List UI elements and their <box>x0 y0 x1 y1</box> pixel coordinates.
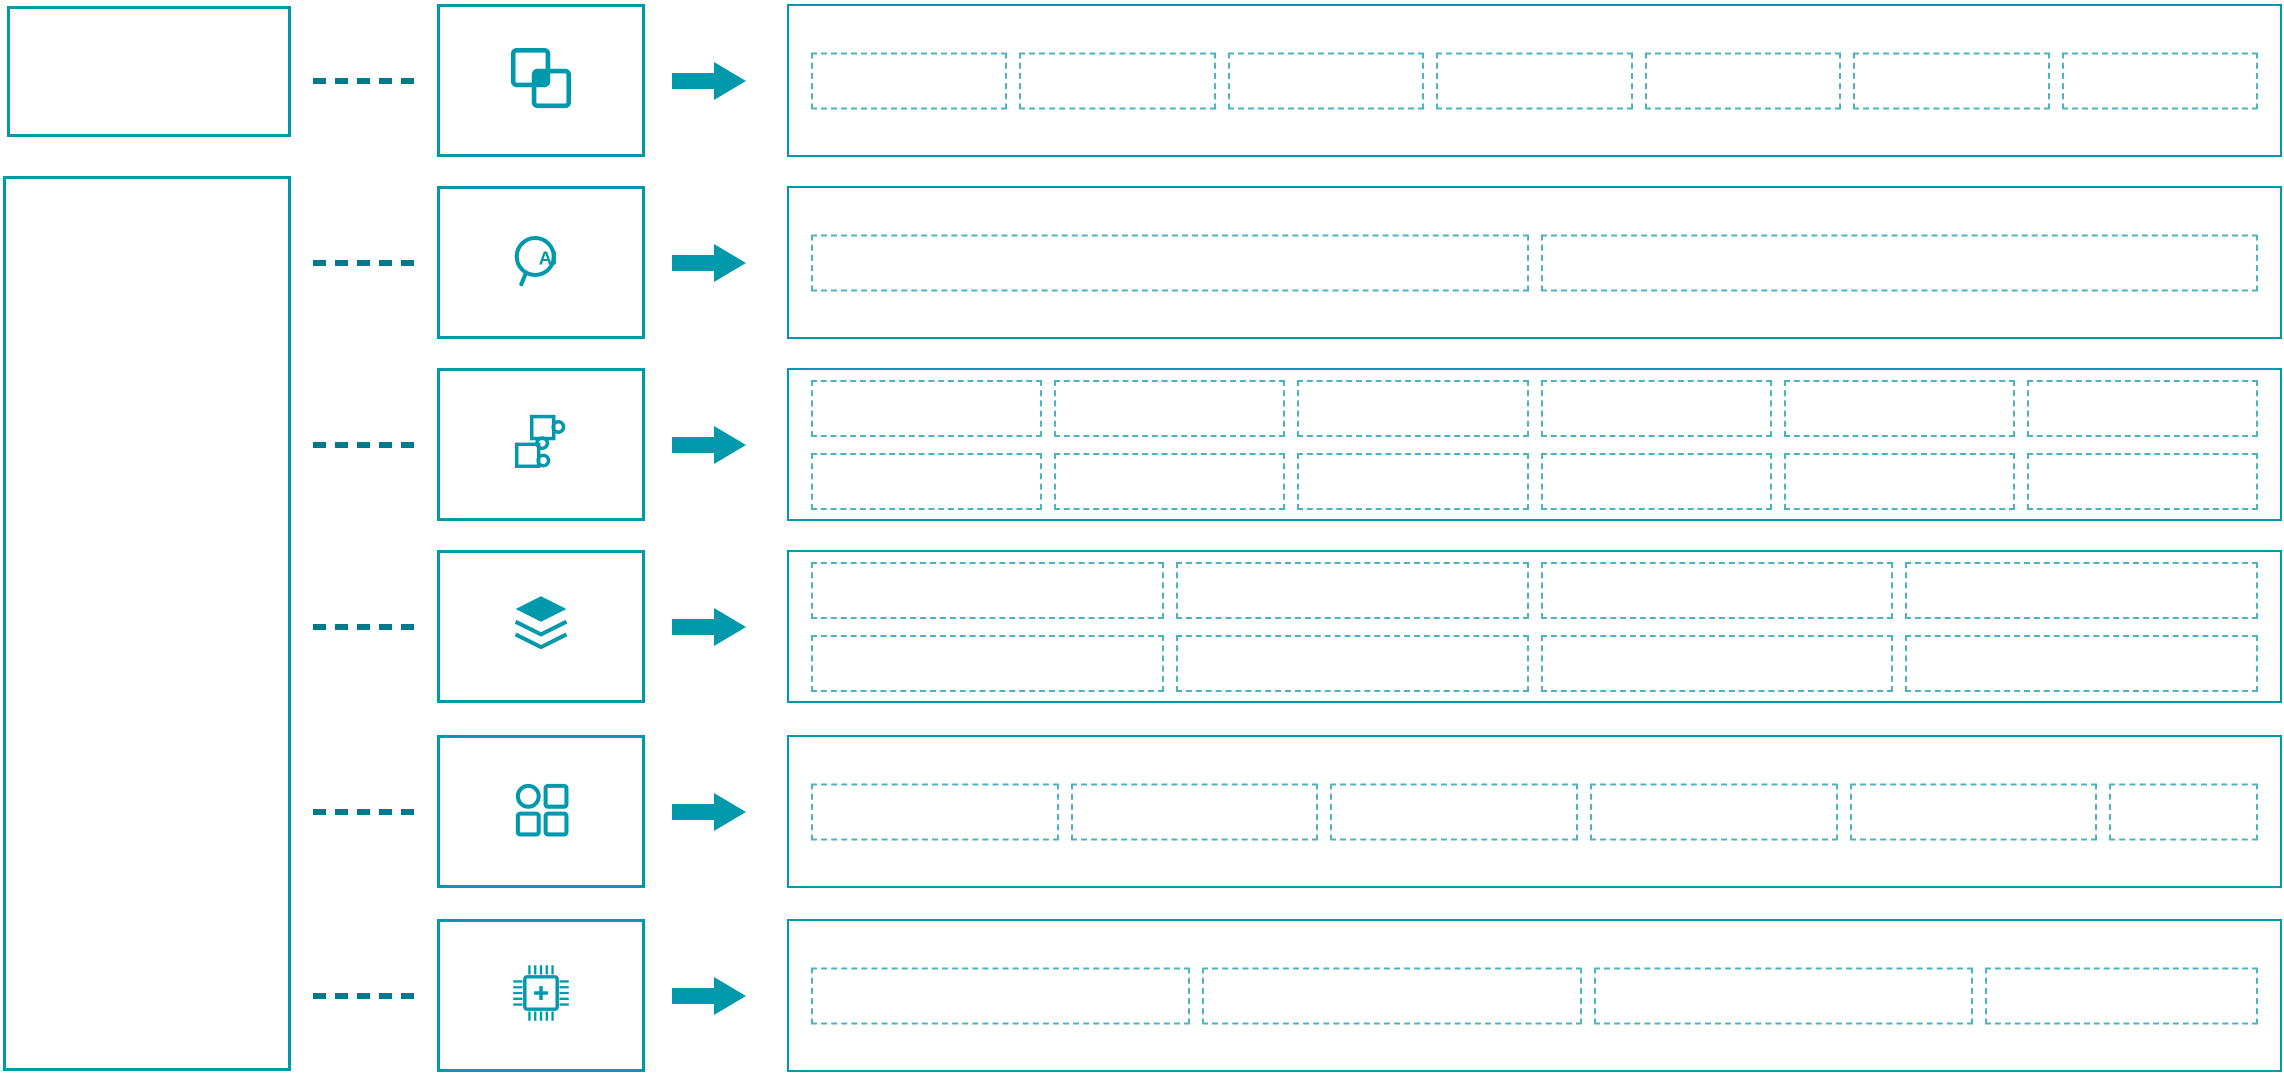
placeholder-grid <box>811 234 2258 291</box>
placeholder-box <box>811 52 1008 109</box>
dashed-connector-line <box>313 259 417 267</box>
diagram-row: AI <box>0 186 2284 339</box>
placeholder-box <box>1905 561 2258 619</box>
placeholder-box <box>1540 234 2258 291</box>
icon-box <box>437 368 645 521</box>
chip-icon <box>504 956 578 1035</box>
left-main-box <box>3 176 291 1071</box>
placeholder-panel <box>787 186 2282 339</box>
placeholder-box <box>1644 52 1842 109</box>
placeholder-grid <box>811 52 2258 109</box>
placeholder-box <box>1540 561 1894 619</box>
left-top-box <box>7 6 291 137</box>
placeholder-panel <box>787 735 2282 888</box>
placeholder-grid <box>811 967 2258 1024</box>
placeholder-box <box>1905 634 2258 692</box>
placeholder-box <box>811 379 1043 437</box>
ai-head-icon: AI <box>504 223 578 302</box>
placeholder-panel <box>787 550 2282 703</box>
placeholder-box <box>1297 379 1529 437</box>
placeholder-box <box>2026 379 2258 437</box>
placeholder-box <box>1054 452 1286 510</box>
placeholder-box <box>1202 967 1582 1024</box>
placeholder-grid <box>811 783 2258 840</box>
apps-grid-icon <box>504 772 578 851</box>
diagram-row <box>0 919 2284 1072</box>
diagram-row <box>0 735 2284 888</box>
icon-box: AI <box>437 186 645 339</box>
right-arrow-icon <box>672 241 746 285</box>
icon-box <box>437 919 645 1072</box>
placeholder-box <box>1297 452 1529 510</box>
placeholder-panel <box>787 919 2282 1072</box>
diagram-row <box>0 550 2284 703</box>
placeholder-box <box>1984 967 2258 1024</box>
placeholder-box <box>1540 379 1772 437</box>
placeholder-grid <box>811 379 2258 510</box>
dashed-connector-line <box>313 77 417 85</box>
placeholder-box <box>811 452 1043 510</box>
dashed-connector-line <box>313 992 417 1000</box>
diagram-row <box>0 4 2284 157</box>
placeholder-box <box>1853 52 2050 109</box>
right-arrow-icon <box>672 605 746 649</box>
placeholder-box <box>1436 52 1633 109</box>
ai-icon-label: AI <box>539 248 558 269</box>
placeholder-box <box>2061 52 2258 109</box>
placeholder-box <box>1175 634 1529 692</box>
placeholder-box <box>811 634 1164 692</box>
placeholder-box <box>2026 452 2258 510</box>
placeholder-box <box>1540 452 1772 510</box>
icon-box <box>437 735 645 888</box>
placeholder-box <box>1227 52 1425 109</box>
placeholder-box <box>1054 379 1286 437</box>
dashed-connector-line <box>313 623 417 631</box>
placeholder-box <box>1070 783 1319 840</box>
placeholder-box <box>1540 634 1894 692</box>
icon-box <box>437 550 645 703</box>
placeholder-panel <box>787 368 2282 521</box>
placeholder-panel <box>787 4 2282 157</box>
right-arrow-icon <box>672 974 746 1018</box>
layers-icon <box>504 587 578 666</box>
placeholder-grid <box>811 561 2258 692</box>
placeholder-box <box>1175 561 1529 619</box>
overlapping-frames-icon <box>504 41 578 120</box>
diagram-row <box>0 368 2284 521</box>
placeholder-box <box>1590 783 1838 840</box>
placeholder-box <box>1330 783 1579 840</box>
placeholder-box <box>1783 452 2015 510</box>
placeholder-box <box>811 967 1191 1024</box>
placeholder-box <box>1849 783 2098 840</box>
placeholder-box <box>811 783 1059 840</box>
icon-box <box>437 4 645 157</box>
right-arrow-icon <box>672 790 746 834</box>
placeholder-box <box>1019 52 1216 109</box>
placeholder-box <box>1783 379 2015 437</box>
right-arrow-icon <box>672 423 746 467</box>
placeholder-box <box>811 561 1164 619</box>
puzzle-icon <box>504 405 578 484</box>
placeholder-box <box>2109 783 2258 840</box>
placeholder-box <box>1593 967 1973 1024</box>
dashed-connector-line <box>313 441 417 449</box>
right-arrow-icon <box>672 59 746 103</box>
dashed-connector-line <box>313 808 417 816</box>
placeholder-box <box>811 234 1529 291</box>
